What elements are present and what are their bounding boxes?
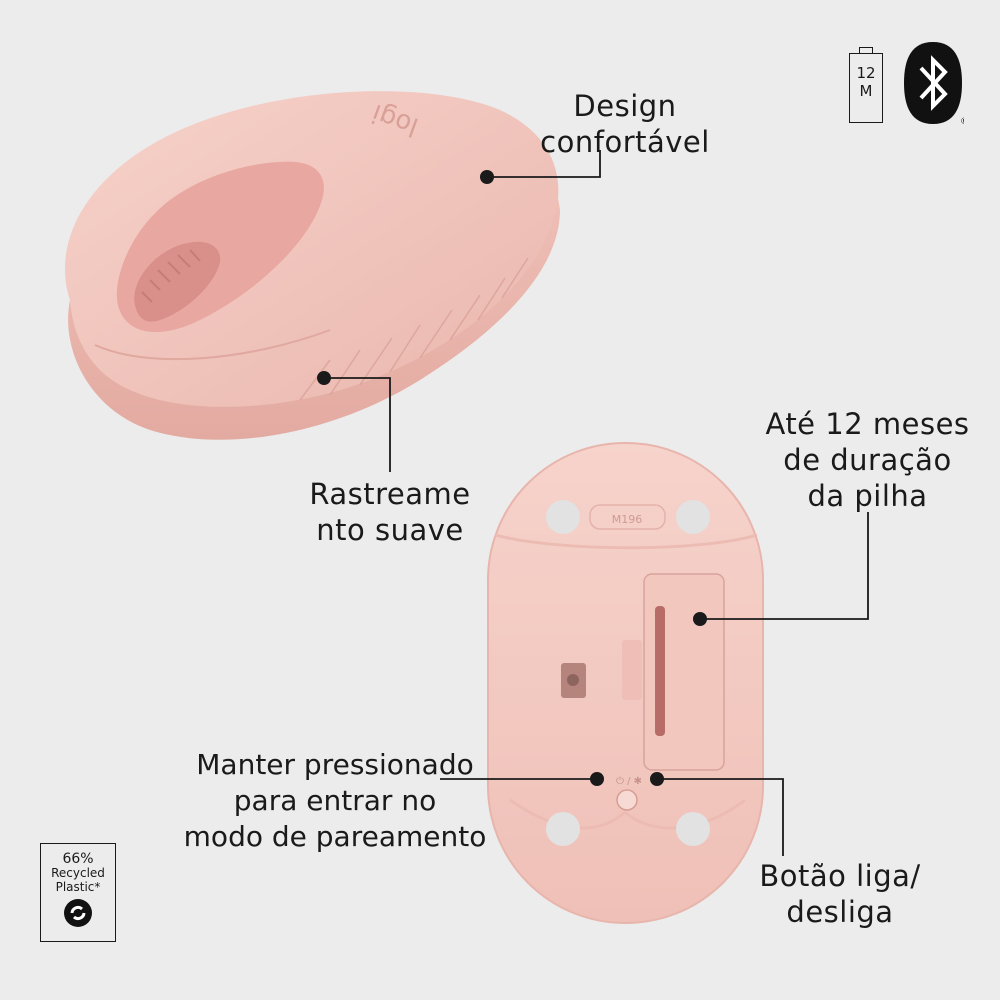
recycle-icon (64, 899, 92, 927)
svg-text:⏻ / ✱: ⏻ / ✱ (616, 776, 642, 787)
callout-dot-battery (693, 612, 707, 626)
battery-life-label: Até 12 meses de duração da pilha (765, 407, 970, 513)
recycled-plastic-badge: 66% Recycled Plastic* (40, 843, 116, 942)
callout-dot-power (650, 772, 664, 786)
pairing-label: Manter pressionado para entrar no modo d… (183, 748, 487, 853)
callout-dot-tracking (317, 371, 331, 385)
power-button-label: Botão liga/ desliga (759, 859, 921, 929)
model-number: M196 (612, 513, 643, 526)
bluetooth-icon: ® (904, 42, 964, 126)
callout-dot-design (480, 170, 494, 184)
design-label: Design confortável (540, 89, 710, 159)
tracking-label: Rastreame nto suave (309, 477, 471, 547)
battery-icon: 12 M (849, 47, 883, 123)
callout-dot-pairing (590, 772, 604, 786)
svg-text:®: ® (960, 117, 964, 126)
